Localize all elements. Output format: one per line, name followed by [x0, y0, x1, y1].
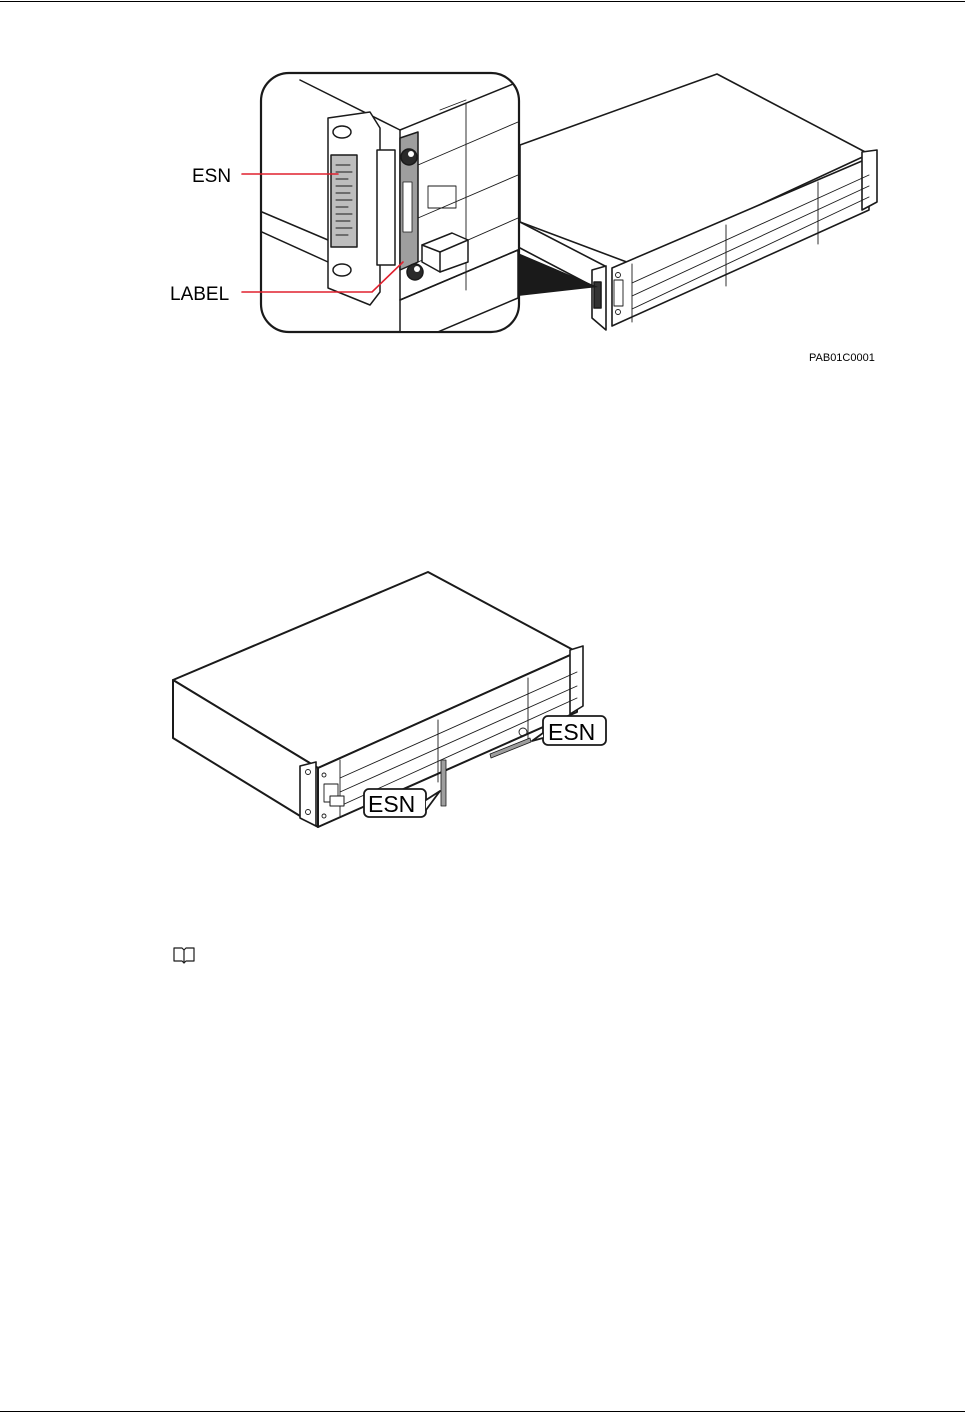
footer-rule	[0, 1411, 965, 1412]
figure-1: ESN LABEL PAB01C0001	[170, 73, 877, 364]
esn-callout-left-label: ESN	[368, 791, 415, 817]
inset-zoom	[261, 73, 519, 348]
book-icon	[174, 948, 194, 963]
esn-callout-right-label: ESN	[548, 719, 595, 745]
esn-callout-label: ESN	[192, 166, 231, 187]
zoom-wedge	[518, 253, 598, 296]
device-illustration-1	[520, 74, 877, 330]
figure-2: ESN ESN	[173, 572, 606, 827]
label-callout-label: LABEL	[170, 284, 229, 305]
figure-code: PAB01C0001	[809, 352, 875, 364]
